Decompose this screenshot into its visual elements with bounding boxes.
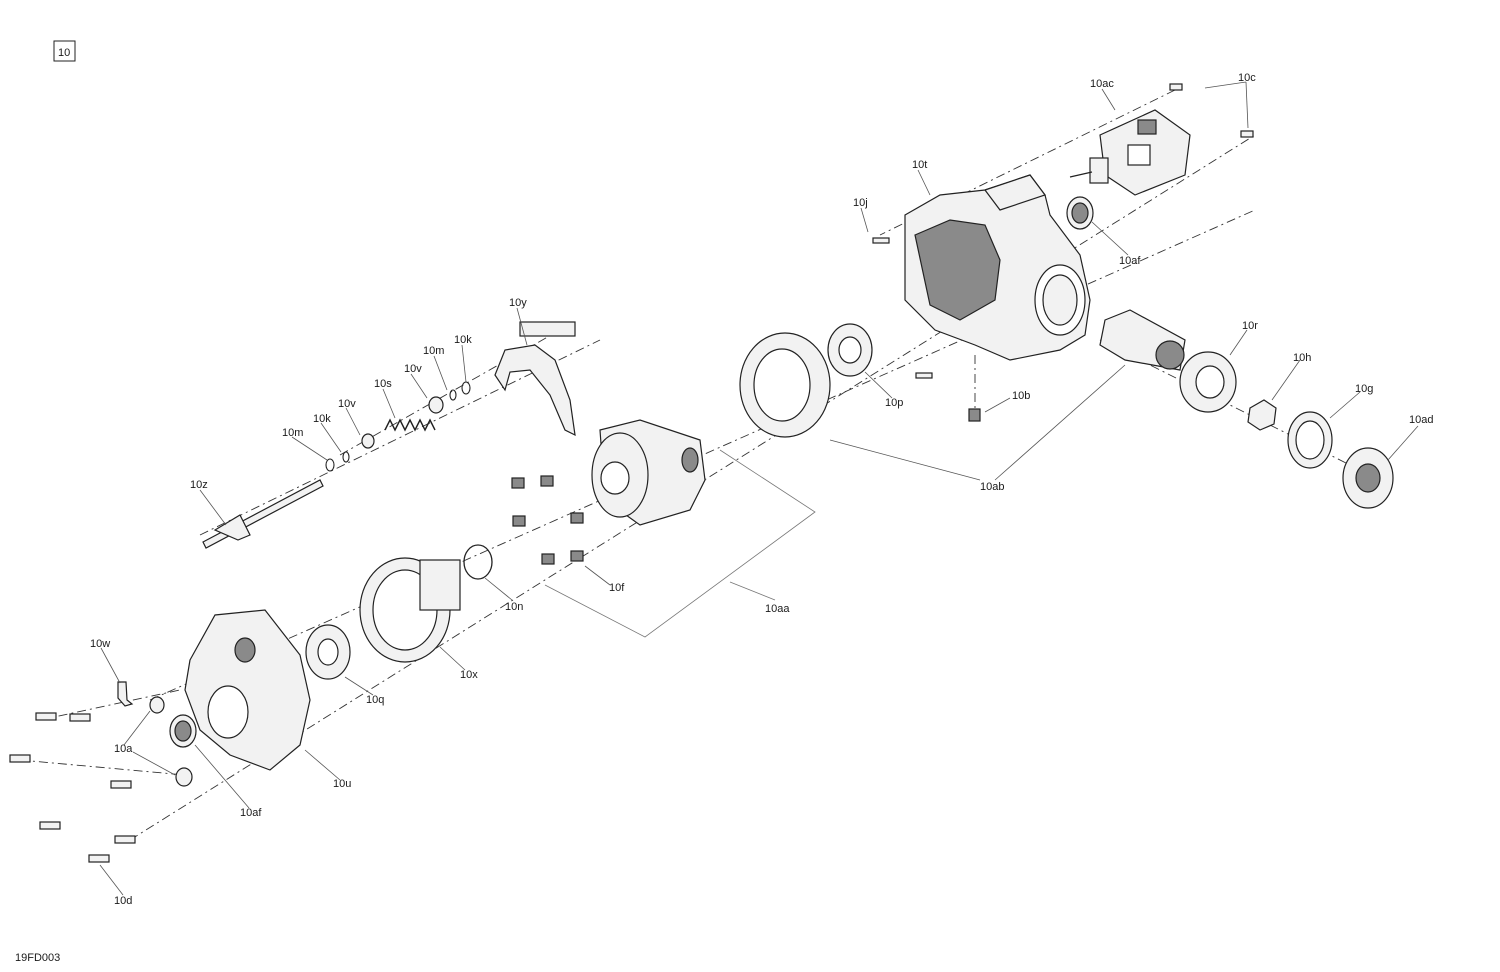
nut-10h [1247, 399, 1277, 431]
cover-10u [184, 609, 311, 771]
spring-10s [384, 418, 436, 432]
actuator-10ac [1069, 109, 1191, 196]
seal-10af-top [1066, 196, 1094, 230]
shift-fork-10y [494, 321, 576, 437]
callout-10ad: 10ad [1409, 414, 1433, 426]
callout-10x: 10x [460, 669, 478, 681]
ring-gear-10ab [739, 332, 831, 438]
callout-10k: 10k [313, 413, 331, 425]
leader-lines [99, 81, 1419, 896]
callout-10q: 10q [366, 694, 384, 706]
callout-10u: 10u [333, 778, 351, 790]
callout-10w: 10w [90, 638, 110, 650]
bearing-10r [1179, 351, 1237, 413]
callout-10v-top: 10v [404, 363, 422, 375]
o-ring-10n [463, 544, 493, 580]
drain-plug-10b [968, 408, 981, 422]
bolts-10d [9, 712, 136, 863]
callout-10a: 10a [114, 743, 133, 755]
callout-10aa: 10aa [765, 603, 790, 615]
figure-number-box: 10 [53, 40, 76, 62]
dowel-pins-10j [872, 237, 933, 379]
callout-10p: 10p [885, 397, 903, 409]
vent-fitting-10w [117, 681, 134, 707]
callout-10j: 10j [853, 197, 868, 209]
callout-10z: 10z [190, 479, 208, 491]
coil-carrier-10x [359, 557, 461, 663]
callout-10m-top: 10m [423, 345, 444, 357]
callout-10s: 10s [374, 378, 392, 390]
bearing-10q [305, 624, 351, 680]
callout-10ac: 10ac [1090, 78, 1114, 90]
callout-10ab: 10ab [980, 481, 1004, 493]
differential-10aa [591, 419, 706, 526]
callout-10n: 10n [505, 601, 523, 613]
callout-labels: 10ac 10c 10t 10j 10af 10y 10k 10m 10v 10… [90, 72, 1433, 907]
housing-10t [904, 174, 1091, 361]
bearing-10p [827, 323, 873, 377]
callout-10g: 10g [1355, 383, 1373, 395]
plugs-10a [149, 696, 193, 787]
retaining-clips [325, 381, 471, 472]
callout-10y: 10y [509, 297, 527, 309]
drawing-code: 19FD003 [15, 952, 60, 964]
callout-10v: 10v [338, 398, 356, 410]
seal-10ad [1342, 447, 1394, 509]
pinion-shaft [1099, 309, 1186, 371]
callout-10m: 10m [282, 427, 303, 439]
callout-10h: 10h [1293, 352, 1311, 364]
bolts-10c [1169, 83, 1254, 138]
callout-10c: 10c [1238, 72, 1256, 84]
callout-10d: 10d [114, 895, 132, 907]
bracket-10aa [544, 449, 816, 638]
callout-10af: 10af [240, 807, 262, 819]
shift-shaft-10z [202, 479, 324, 549]
collars-10v [361, 396, 444, 449]
spacer-10g [1287, 411, 1333, 469]
seal-10af-bottom [169, 714, 197, 748]
callout-10b: 10b [1012, 390, 1030, 402]
callout-10t: 10t [912, 159, 927, 171]
callout-10k-top: 10k [454, 334, 472, 346]
figure-number: 10 [58, 47, 70, 59]
callout-10f: 10f [609, 582, 625, 594]
callout-10af-top: 10af [1119, 255, 1141, 267]
bolts-10f [511, 475, 584, 565]
callout-10r: 10r [1242, 320, 1258, 332]
